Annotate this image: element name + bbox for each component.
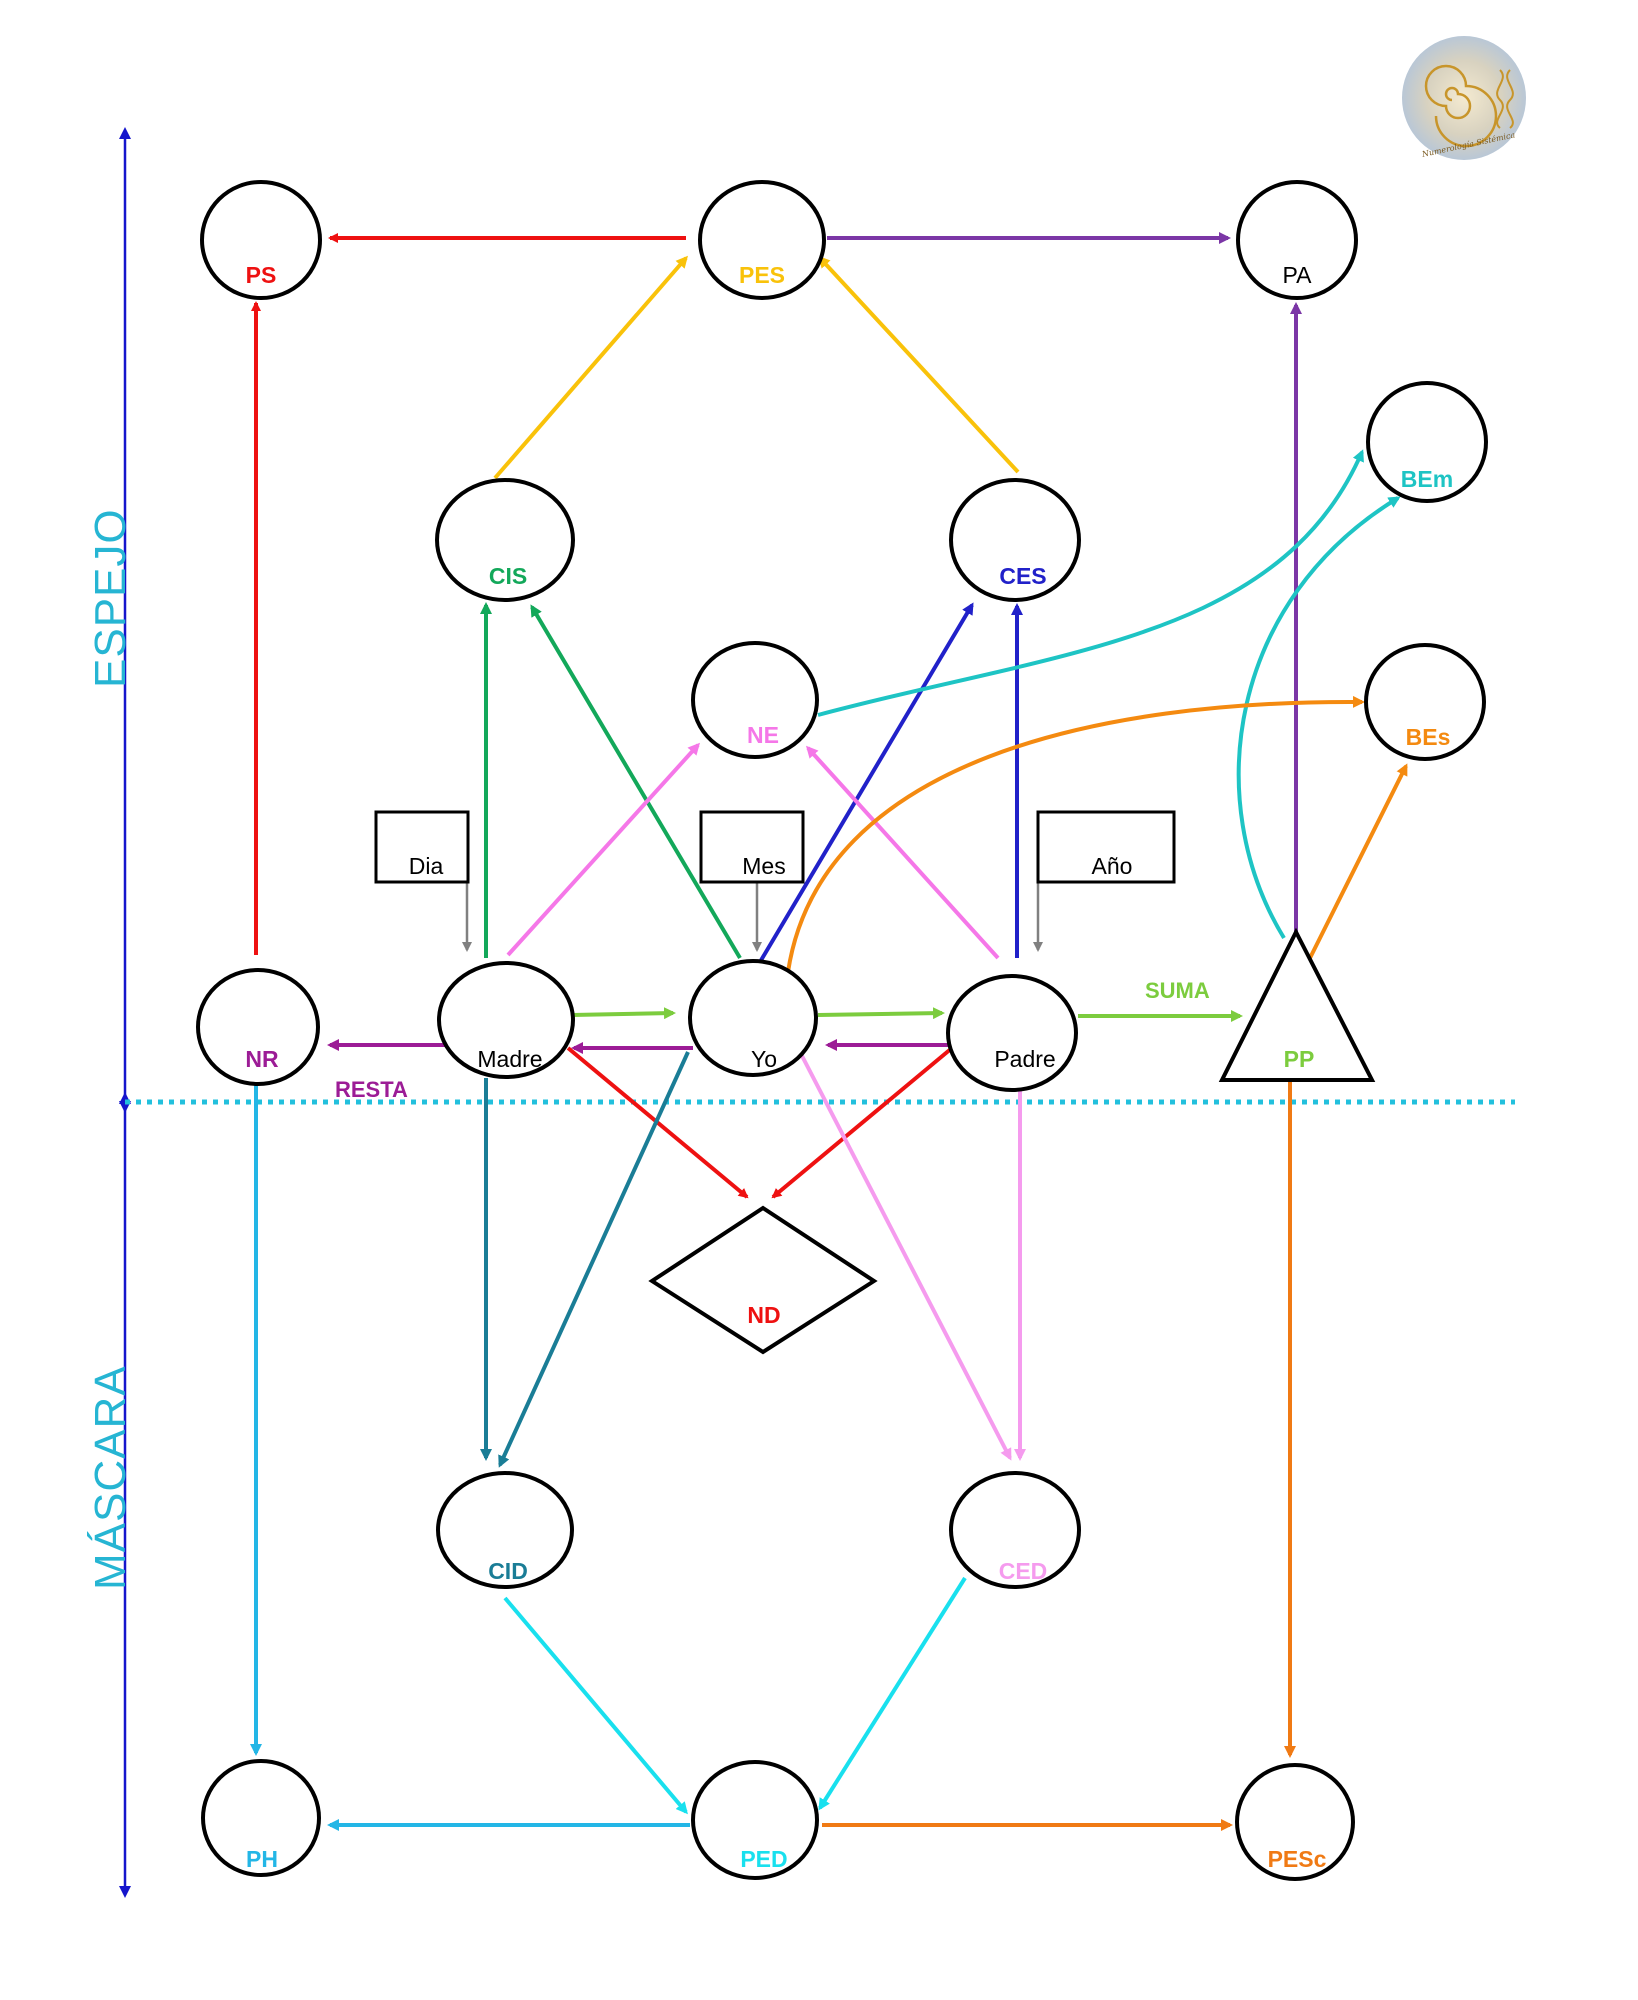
edge-yo-cid [498, 1051, 690, 1468]
node-cid-label: CID [488, 1558, 528, 1584]
node-labels: PS PES PA BEm CIS CES NE BEs NR Madre Yo… [245, 262, 1453, 1872]
node-pesc [1235, 1763, 1355, 1881]
node-nr-label: NR [245, 1046, 279, 1072]
nodes [196, 180, 1488, 1881]
node-ces-label: CES [999, 563, 1046, 589]
node-ne-label: NE [747, 722, 779, 748]
node-pa-label: PA [1283, 262, 1313, 288]
edge-ces-pes [817, 255, 1020, 474]
suma-label: SUMA [1145, 978, 1210, 1003]
mes-box [699, 810, 805, 884]
edge-yo-ced [798, 1051, 1012, 1461]
node-padre-label: Padre [994, 1046, 1055, 1072]
logo: Numerología Sistémica [1402, 36, 1526, 160]
node-bes-label: BEs [1406, 724, 1451, 750]
node-ph-label: PH [246, 1846, 278, 1872]
dia-box [374, 810, 470, 884]
node-pp [1218, 927, 1376, 1082]
edge-yo-ces [758, 602, 974, 964]
node-ped-label: PED [740, 1846, 787, 1872]
ano-box [1036, 810, 1176, 884]
node-bem [1366, 381, 1488, 503]
node-nr [196, 968, 320, 1086]
node-pa [1236, 180, 1358, 300]
resta-label: RESTA [335, 1077, 408, 1102]
edge-yo-cis [530, 604, 742, 960]
node-nd-label: ND [747, 1302, 780, 1328]
edge-pp-bes [1308, 763, 1408, 959]
edge-madre-yo [571, 1007, 676, 1020]
mes-label: Mes [742, 853, 785, 879]
node-ph [201, 1759, 321, 1877]
node-cis [435, 478, 575, 602]
ano-label: Año [1092, 853, 1133, 879]
node-ne [691, 641, 819, 759]
edge-ne-bem [817, 449, 1364, 717]
edge-cis-pes [493, 255, 688, 480]
edges [250, 232, 1408, 1831]
node-ced [949, 1471, 1081, 1589]
dna-icon [1496, 69, 1514, 129]
input-boxes: Dia Mes Año [374, 810, 1176, 884]
mascara-label: MÁSCARA [86, 1365, 135, 1590]
node-ces [949, 478, 1081, 602]
node-padre [946, 974, 1078, 1092]
node-pes-label: PES [739, 262, 785, 288]
espejo-label: ESPEJO [86, 508, 135, 688]
edge-cid-ped [503, 1596, 688, 1815]
edge-padre-nd [771, 1046, 954, 1199]
node-bes [1364, 643, 1486, 761]
edge-yo-padre [817, 1007, 945, 1020]
node-madre [437, 961, 575, 1079]
edge-ced-ped [818, 1576, 967, 1811]
node-pesc-label: PESc [1268, 1846, 1327, 1872]
logo-disc [1402, 36, 1526, 160]
node-ped [691, 1760, 819, 1880]
node-nd [648, 1205, 878, 1355]
spiral-shell-icon [1424, 64, 1498, 148]
dia-label: Dia [409, 853, 444, 879]
node-pes [698, 180, 826, 300]
node-ps-label: PS [246, 262, 277, 288]
node-pp-label: PP [1284, 1046, 1315, 1072]
node-cis-label: CIS [489, 563, 527, 589]
node-bem-label: BEm [1401, 466, 1453, 492]
edge-madre-ne [506, 742, 701, 957]
edge-padre-ne [805, 745, 1000, 960]
node-ced-label: CED [999, 1558, 1048, 1584]
node-yo [688, 959, 818, 1077]
node-cid [436, 1471, 574, 1589]
node-ps [200, 180, 322, 300]
edge-yo-bes [786, 695, 1365, 973]
node-madre-label: Madre [477, 1046, 542, 1072]
node-yo-label: Yo [751, 1046, 777, 1072]
